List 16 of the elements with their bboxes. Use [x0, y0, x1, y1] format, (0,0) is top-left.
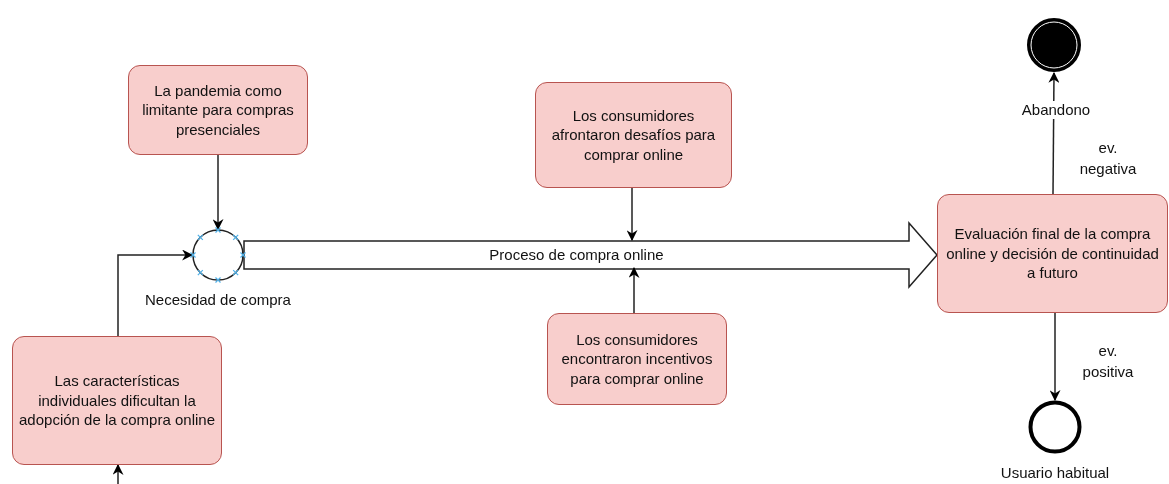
process-box: Los consumidores encontraron incentivos para comprar online [547, 313, 727, 405]
edge-label: ev. negativa [1078, 138, 1138, 179]
process-box: La pandemia como limitante para compras presenciales [128, 65, 308, 155]
arrow [117, 249, 194, 337]
process-box: Evaluación final de la compra online y decisión de continuidad a futuro [937, 194, 1168, 313]
arrow [626, 187, 638, 242]
arrow [628, 266, 640, 314]
state-label: Abandono [1019, 101, 1093, 119]
arrow [1048, 71, 1060, 195]
arrow [212, 154, 224, 231]
arrow [112, 463, 124, 484]
edge-label: ev. positiva [1081, 341, 1135, 382]
process-box: Las características individuales dificultan la adopción de la compra online [12, 336, 222, 465]
arrow [1049, 312, 1061, 402]
process-box: Los consumidores afrontaron desafíos para comprar online [535, 82, 732, 188]
state-label: Necesidad de compra [143, 291, 293, 309]
